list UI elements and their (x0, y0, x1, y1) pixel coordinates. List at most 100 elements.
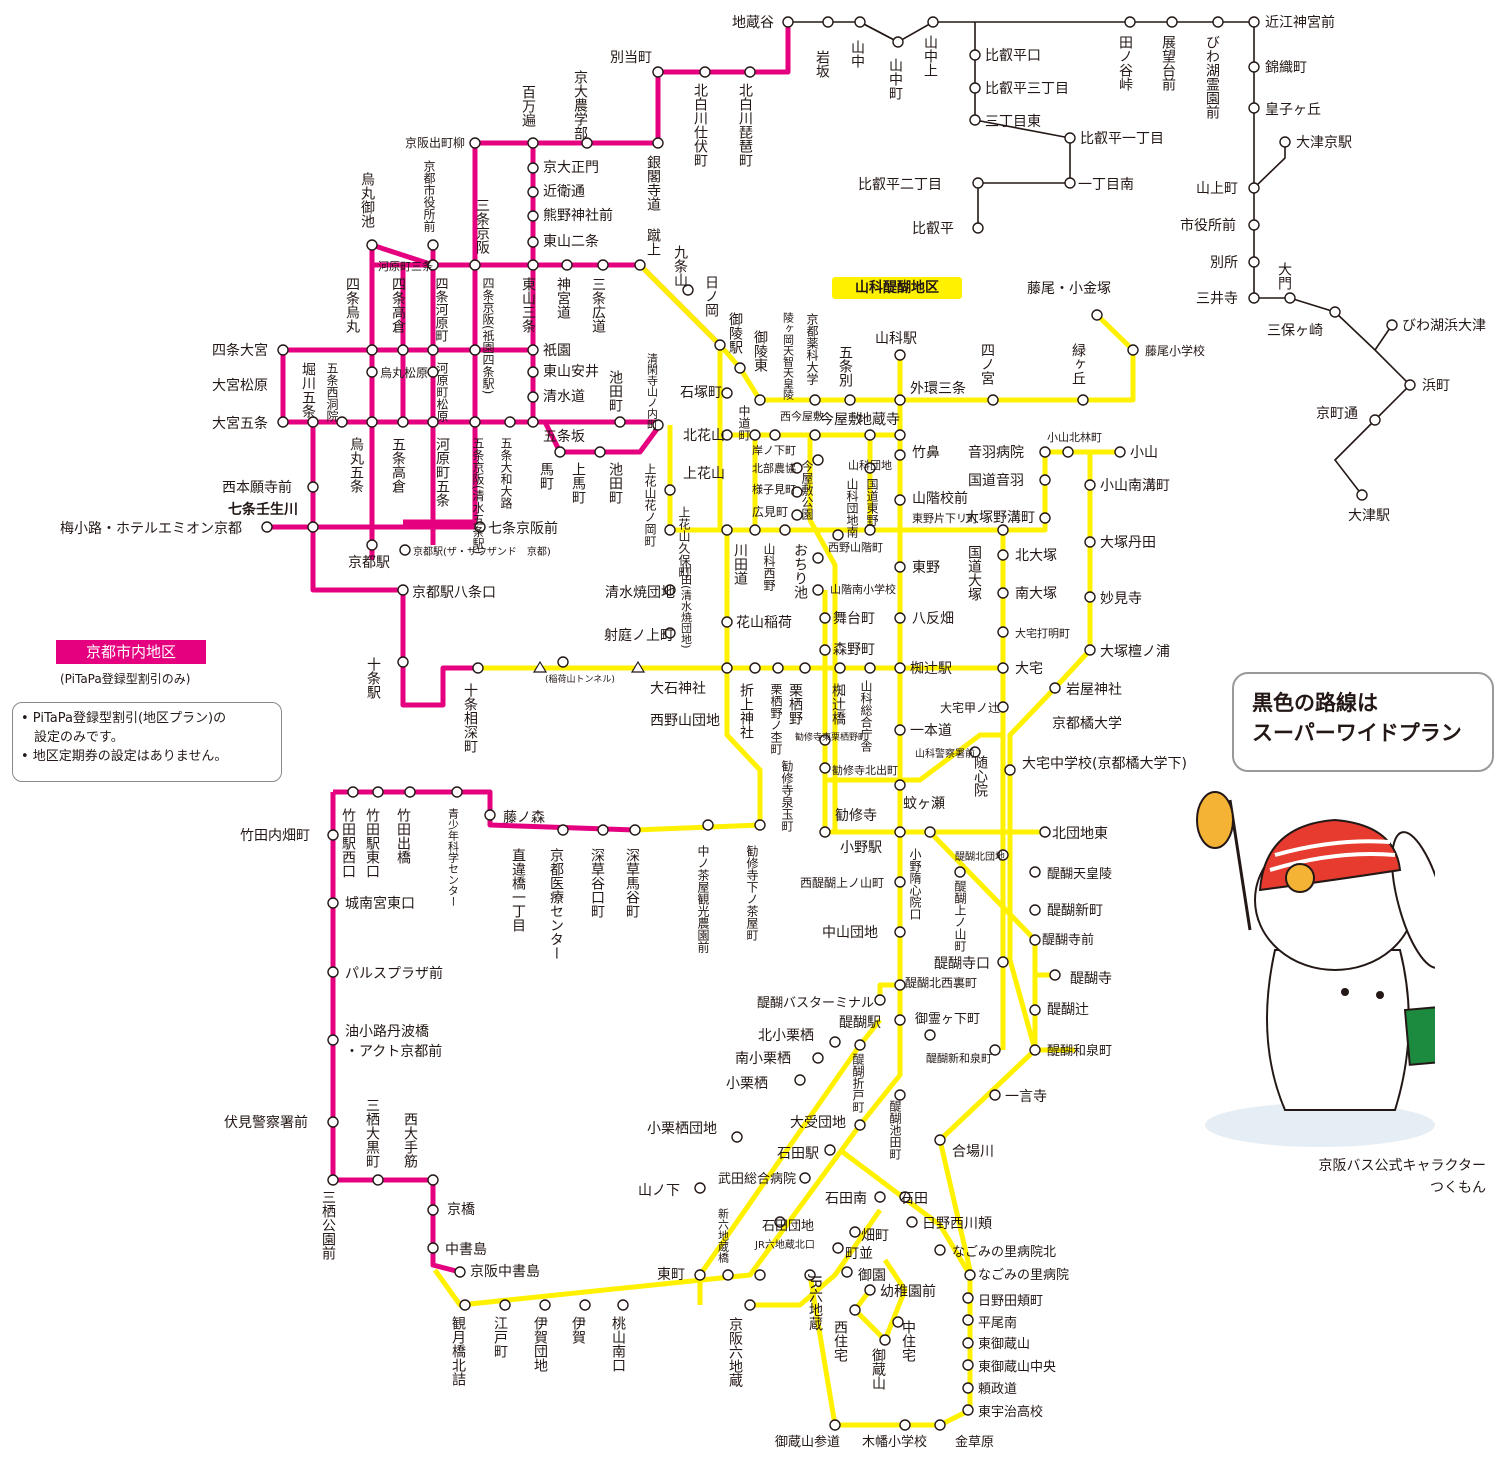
station-marker (964, 1269, 976, 1281)
station-marker (774, 1216, 786, 1228)
label-uma: 馬町 (538, 462, 554, 490)
label-oyama: 小山 (1130, 445, 1158, 461)
label-oreue: 折上神社 (738, 683, 754, 739)
station-marker (799, 1172, 811, 1184)
station-marker (652, 137, 664, 149)
station-marker (366, 416, 378, 428)
label-shiyakusho: 市役所前 (1180, 217, 1236, 234)
label-daigo-tsuji: 醍醐辻 (1047, 1002, 1089, 1018)
station-marker (307, 481, 319, 493)
label-takeda-deme: 竹田出橋 (395, 808, 411, 864)
station-marker (954, 866, 966, 878)
label-takeda-nishi: 竹田駅西口 (340, 808, 356, 878)
label-otsuka-tanda: 大塚丹田 (1100, 535, 1156, 551)
label-sotokan-sanjo: 外環三条 (910, 380, 966, 397)
station-marker (372, 1174, 384, 1186)
station-marker (427, 1242, 439, 1254)
station-marker (812, 584, 824, 596)
label-nakayama: 中山団地 (822, 925, 878, 941)
label-myokenji: 妙見寺 (1100, 591, 1142, 607)
station-marker (527, 137, 539, 149)
label-iga-danchi: 伊賀団地 (532, 1316, 548, 1372)
station-marker (1248, 256, 1260, 268)
label-higashi-okura: 東御蔵山 (978, 1336, 1030, 1352)
label-keihan-rokujizo: 京阪六地蔵 (727, 1317, 743, 1387)
station-marker (721, 429, 733, 441)
black-route-speech-bubble: 黒色の路線は スーパーワイドプラン (1232, 672, 1494, 772)
station-marker (962, 1382, 974, 1394)
station-marker (327, 829, 339, 841)
station-marker (1329, 306, 1341, 318)
station-marker (894, 662, 906, 674)
station-marker (1404, 379, 1416, 391)
label-higashino: 東野 (912, 560, 940, 576)
station-marker (864, 524, 876, 536)
label-iryo: 京都医療センター (548, 848, 564, 960)
station-marker (427, 416, 439, 428)
station-marker (799, 662, 811, 674)
station-marker (894, 349, 906, 361)
label-yamashina-nishino: 山科西野 (762, 543, 776, 591)
station-marker (1077, 394, 1089, 406)
label-shijo-omiya: 四条大宮 (212, 342, 268, 359)
label-hirao: 平尾南 (978, 1315, 1017, 1331)
bubble-line-2: スーパーワイドプラン (1252, 721, 1462, 745)
station-marker (962, 1359, 974, 1371)
station-marker (962, 1314, 974, 1326)
label-iwaya: 岩屋神社 (1066, 682, 1122, 698)
station-marker (989, 1089, 1001, 1101)
label-kitashirakawa-shibuya: 北白川仕伏町 (692, 83, 708, 167)
label-otowa-byoin: 音羽病院 (968, 444, 1024, 461)
label-okurasan: 御蔵山参道 (775, 1434, 840, 1450)
label-nakamichi: 中道町 (737, 404, 751, 441)
label-otaku-uchida: 大宅打明町 (1015, 626, 1070, 640)
station-marker (819, 612, 831, 624)
station-markers (261, 16, 1416, 1431)
label-tunnel: (稲荷山トンネル) (545, 673, 615, 685)
station-marker (829, 1419, 841, 1431)
label-tanotanige: 田ノ谷峠 (1117, 35, 1133, 91)
label-shijo-kawaramachi: 四条河原町 (433, 277, 449, 342)
label-hieidaira2: 比叡平二丁目 (858, 176, 942, 193)
station-marker (714, 339, 726, 351)
station-marker (469, 344, 481, 356)
station-marker (694, 1182, 706, 1194)
station-marker (969, 114, 981, 126)
station-marker (1029, 904, 1041, 916)
label-fujinomori: 藤ノ森 (503, 810, 545, 826)
label-chokuchigai: 直違橋一丁目 (510, 847, 526, 932)
bubble-line-1: 黒色の路線は (1252, 691, 1378, 715)
label-kanmachi: 観月橋北詰 (450, 1315, 466, 1386)
station-marker (1039, 446, 1051, 458)
label-kamikazan: 上花山 (683, 466, 725, 482)
station-marker (854, 16, 866, 28)
label-shichijo-keihan: 七条京阪前 (488, 520, 558, 537)
label-daigo-ueno: 醍醐上ノ山町 (953, 880, 967, 952)
station-marker (832, 529, 844, 541)
station-marker (1386, 319, 1398, 331)
label-goryo: 御陵駅 (727, 312, 743, 354)
label-kitadanchi-higashi: 北団地東 (1052, 826, 1108, 842)
station-marker (849, 1226, 861, 1238)
label-ogurisu-danchi: 小栗栖団地 (647, 1121, 717, 1137)
label-kawata: 川田(清水焼団地) (680, 563, 693, 649)
station-marker (307, 416, 319, 428)
label-kita-otsuka: 北大塚 (1015, 548, 1057, 564)
station-marker (327, 1034, 339, 1046)
label-gojozaka: 五条坂 (543, 428, 585, 445)
label-hatacho: 畑町 (861, 1228, 889, 1244)
station-marker (307, 521, 319, 533)
label-iba: 射庭ノ上町 (604, 627, 674, 644)
label-kyobashi: 京橋 (447, 1202, 475, 1218)
label-jr-kita: JR六地蔵北口 (754, 1238, 815, 1251)
station-marker (841, 1266, 853, 1278)
label-shimizuyaki: 清水焼団地 (605, 585, 675, 601)
label-hieidaira: 比叡平 (912, 220, 954, 237)
station-marker (664, 484, 676, 496)
label-daigoji-mae: 醍醐寺前 (1042, 932, 1094, 948)
station-marker (809, 394, 821, 406)
station-marker (557, 824, 569, 836)
station-marker (782, 16, 794, 28)
label-betto: 別当町 (610, 50, 652, 66)
station-marker (554, 446, 566, 458)
